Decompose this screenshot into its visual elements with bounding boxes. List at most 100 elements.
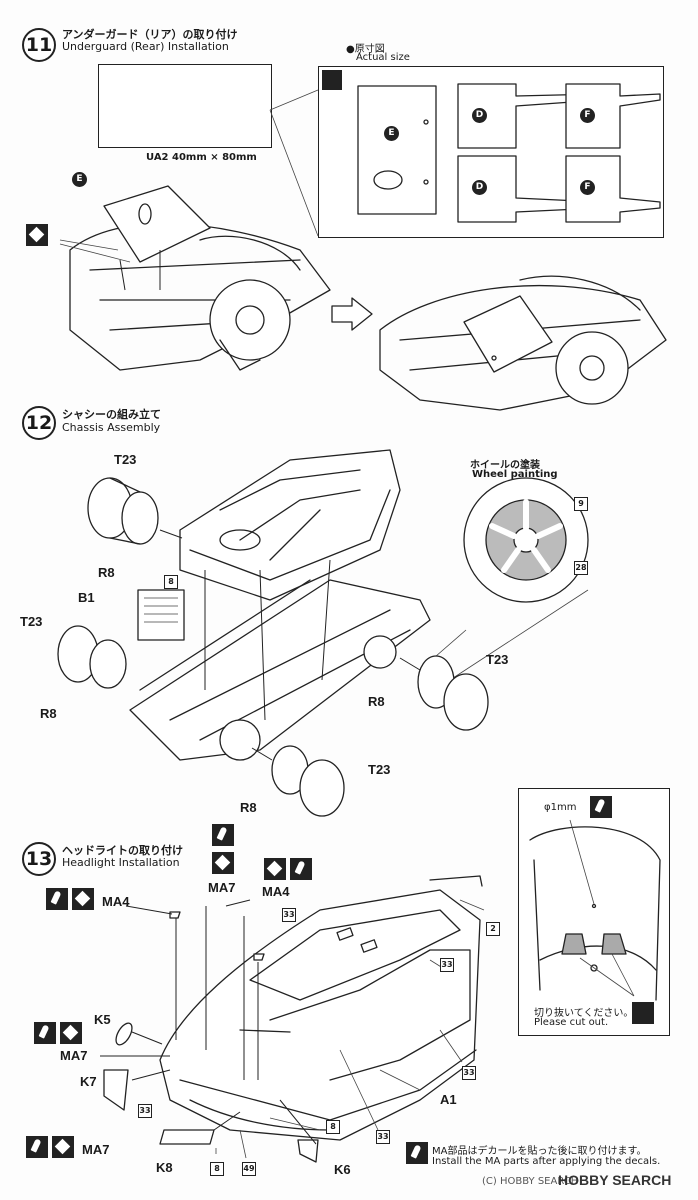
drill-size-label: φ1mm (544, 802, 577, 813)
glue-diamond-icon (26, 224, 48, 246)
step-13-number: 13 (22, 842, 56, 876)
step-11-number: 11 (22, 28, 56, 62)
color-code-8-a: 8 (326, 1120, 340, 1134)
label-ma7-a: MA7 (208, 880, 236, 895)
label-t23-b: T23 (20, 614, 43, 629)
piece-e-hole (373, 170, 403, 190)
label-ma7-c: MA7 (82, 1142, 110, 1157)
cutout-left (561, 933, 587, 955)
windshield-sketch (529, 826, 661, 1001)
label-r8-a: R8 (98, 565, 115, 580)
label-ma7-b: MA7 (60, 1048, 88, 1063)
color-code-33-c: 33 (462, 1066, 476, 1080)
part-e-actual: E (384, 126, 399, 141)
step-arrow (331, 297, 373, 331)
label-r8-d: R8 (240, 800, 257, 815)
part-k8 (159, 1129, 215, 1145)
color-code-33-b: 33 (440, 958, 454, 972)
rear-chassis-left (59, 185, 331, 371)
drill-icon (590, 796, 612, 818)
tire-front-left (87, 477, 159, 545)
cut-out-label-en: Please cut out. (534, 1017, 609, 1028)
label-k5: K5 (94, 1012, 111, 1027)
note-jp: MA部品はデカールを貼った後に取り付けます。 (432, 1146, 647, 1157)
note-en: Install the MA parts after applying the … (432, 1156, 661, 1167)
actual-size-label-jp: ●原寸図 (346, 40, 385, 55)
color-code-49: 49 (242, 1162, 256, 1176)
part-d-actual-top: D (472, 108, 487, 123)
dot-bullet-icon: ● (346, 44, 355, 55)
paint-brush-icon-ma4-left (46, 888, 68, 910)
part-k5 (115, 1022, 133, 1046)
watermark-copy: (C) HOBBY SEARCH (482, 1176, 579, 1187)
watermark: HOBBY SEARCH (558, 1172, 671, 1188)
underguard-plate-left (103, 185, 211, 263)
part-e-marker: E (72, 172, 87, 187)
part-k7 (103, 1069, 129, 1111)
label-r8-c: R8 (368, 694, 385, 709)
paint-brush-note-icon (406, 1142, 428, 1164)
wheel-painting-label-en: Wheel painting (472, 469, 558, 480)
part-8-marker: 8 (164, 575, 178, 589)
color-code-33-d: 33 (138, 1104, 152, 1118)
color-code-33-e: 33 (376, 1130, 390, 1144)
label-k7: K7 (80, 1074, 97, 1089)
step-11-title-jp: アンダーガード（リア）の取り付け (62, 28, 238, 41)
label-t23-a: T23 (114, 452, 137, 467)
underguard-plate-right (463, 295, 553, 373)
tire-rear-right (271, 745, 345, 817)
color-code-9: 9 (574, 497, 588, 511)
part-f-actual-top: F (580, 108, 595, 123)
actual-size-label-en: Actual size (356, 52, 410, 63)
label-ma4-b: MA4 (262, 884, 290, 899)
glue-icon-ma4-left (72, 888, 94, 910)
scissors-icon (322, 70, 342, 90)
step-12-drawing (57, 449, 589, 817)
car-body (159, 875, 483, 1141)
label-r8-b: R8 (40, 706, 57, 721)
glue-icon-ma7 (212, 852, 234, 874)
glue-icon-ma4-right (264, 858, 286, 880)
label-ma4-a: MA4 (102, 894, 130, 909)
cutout-right (601, 933, 627, 955)
glue-icon-ma7-mid (60, 1022, 82, 1044)
part-b1-panel (137, 589, 185, 641)
wheel-painting-label-jp: ホイールの塗装 (470, 460, 540, 471)
cut-out-label-jp: 切り抜いてください。 (534, 1008, 634, 1019)
paint-brush-icon-ma7-low (26, 1136, 48, 1158)
cut-out-detail-box (518, 788, 670, 1036)
part-f-actual-bottom: F (580, 180, 595, 195)
part-k6 (297, 1139, 319, 1163)
step-13-drawing (100, 819, 661, 1163)
roll-cage-shell (179, 449, 401, 601)
color-code-33-a: 33 (282, 908, 296, 922)
label-a1: A1 (440, 1092, 457, 1107)
actual-size-jp-text: 原寸図 (354, 44, 385, 55)
part-ma4-right (253, 953, 265, 961)
decal-sheet-size-label: UA2 40mm × 80mm (146, 152, 257, 163)
rear-chassis-right (379, 275, 667, 411)
piece-f-bottom (565, 155, 661, 223)
scissors-icon-2 (632, 1002, 654, 1024)
paint-brush-icon-ma7 (212, 824, 234, 846)
piece-f-top (565, 83, 661, 149)
chassis-tub (129, 579, 431, 761)
piece-e-dot2 (423, 179, 429, 185)
watermark-text: HOBBY SEARCH (558, 1172, 672, 1188)
label-t23-c: T23 (486, 652, 509, 667)
step-13-title-en: Headlight Installation (62, 856, 180, 869)
step-11-title-en: Underguard (Rear) Installation (62, 40, 229, 53)
step-13-title-jp: ヘッドライトの取り付け (62, 844, 183, 857)
label-k8: K8 (156, 1160, 173, 1175)
part-d-actual-bottom: D (472, 180, 487, 195)
step-12-title-jp: シャシーの組み立て (62, 408, 161, 421)
tire-rear-left (57, 625, 127, 689)
label-b1: B1 (78, 590, 95, 605)
label-t23-d: T23 (368, 762, 391, 777)
part-ma4-left (169, 911, 181, 919)
step-11-drawing (59, 83, 667, 411)
piece-e-dot (423, 119, 429, 125)
color-code-2: 2 (486, 922, 500, 936)
leader-lines (269, 89, 319, 237)
